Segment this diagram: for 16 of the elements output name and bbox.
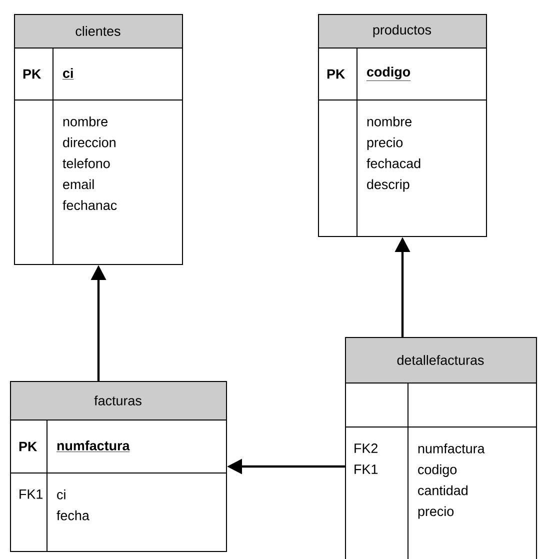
- primary-key-field: numfactura: [56, 440, 130, 452]
- primary-key-field: codigo: [366, 66, 411, 81]
- key-label: FK2 FK1: [354, 444, 378, 474]
- attribute-list: nombre precio fechacad descrip: [366, 116, 420, 192]
- attribute-list: ci fecha: [56, 490, 90, 520]
- key-label: PK: [19, 442, 38, 452]
- table-title: detallefacturas: [397, 355, 484, 365]
- attribute-list: nombre direccion telefono email fechanac: [62, 116, 117, 210]
- key-label: PK: [23, 69, 42, 79]
- attribute-list: numfactura codigo cantidad precio: [418, 444, 485, 519]
- table-title: facturas: [94, 396, 142, 406]
- key-label: FK1: [20, 490, 43, 499]
- key-label: PK: [327, 69, 346, 79]
- table-title: productos: [373, 24, 432, 38]
- primary-key-field: ci: [62, 68, 74, 80]
- table-title: clientes: [76, 26, 120, 36]
